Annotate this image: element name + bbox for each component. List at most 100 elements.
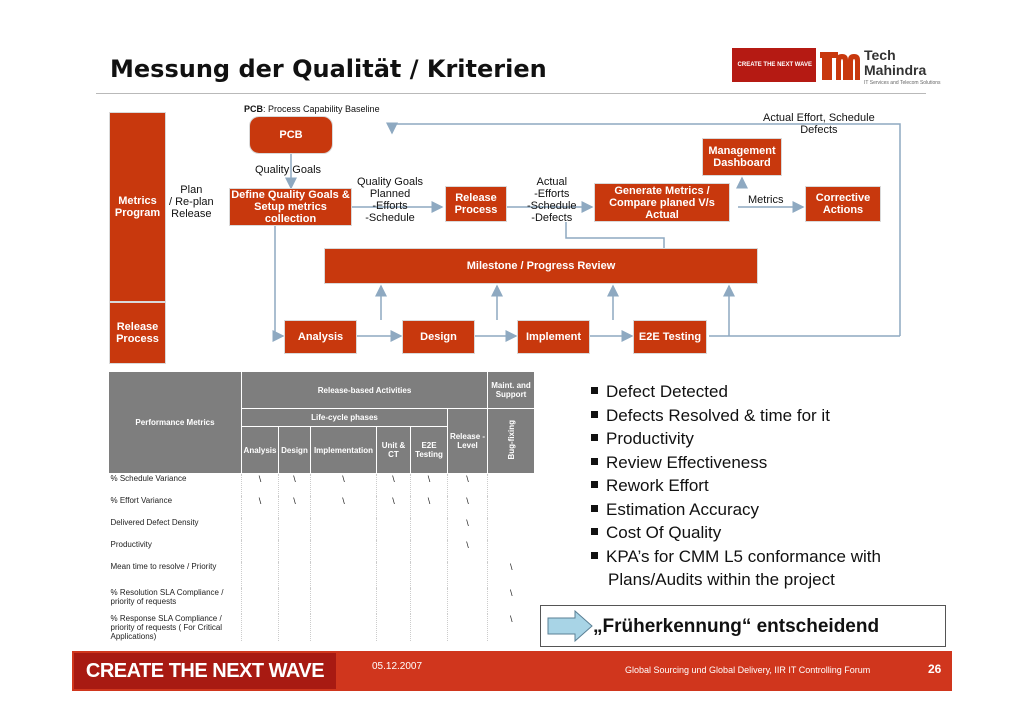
header-performance-metrics: Performance Metrics <box>108 371 242 474</box>
metric-mark <box>487 540 535 562</box>
milestone-review-box: Milestone / Progress Review <box>324 248 758 284</box>
metric-mark: \ <box>278 496 311 518</box>
metric-mark <box>376 540 411 562</box>
pcb-box: PCB <box>249 116 333 154</box>
metric-mark: \ <box>310 496 377 518</box>
tech-mahindra-logo-icon <box>820 52 860 80</box>
metric-mark <box>487 496 535 518</box>
list-item: Estimation Accuracy <box>590 498 881 522</box>
metric-mark <box>376 562 411 588</box>
metric-mark <box>278 540 311 562</box>
table-row: % Resolution SLA Compliance / priority o… <box>109 588 535 614</box>
metric-mark: \ <box>446 518 488 540</box>
metric-mark: \ <box>278 473 311 496</box>
metric-name: % Resolution SLA Compliance / priority o… <box>110 588 224 606</box>
pcb-note: PCB: Process Capability Baseline <box>244 104 380 114</box>
list-item: Defects Resolved & time for it <box>590 404 881 428</box>
metric-mark <box>310 588 377 614</box>
column-header: Unit & CT <box>376 426 411 474</box>
metric-mark <box>487 473 535 496</box>
e2e-testing-box: E2E Testing <box>633 320 707 354</box>
company-name-line2: Mahindra <box>864 62 927 78</box>
metric-mark <box>446 614 488 641</box>
corrective-actions-box: Corrective Actions <box>805 186 881 222</box>
company-tagline: IT Services and Telecom Solutions <box>864 80 941 86</box>
column-header: Analysis <box>241 426 279 474</box>
metrics-label: Metrics <box>748 194 784 206</box>
table-row: % Effort Variance\\\\\\ <box>109 496 535 518</box>
column-header: E2E Testing <box>410 426 448 474</box>
metric-mark <box>241 588 279 614</box>
metric-name: Productivity <box>110 540 152 549</box>
table-row: Delivered Defect Density\ <box>109 518 535 540</box>
arrow-right-icon <box>547 610 593 642</box>
header-lifecycle: Life-cycle phases <box>241 408 448 427</box>
metric-mark <box>310 562 377 588</box>
define-quality-box: Define Quality Goals & Setup metrics col… <box>229 188 352 226</box>
metric-mark <box>278 518 311 540</box>
metric-mark <box>410 588 448 614</box>
quality-goals-planned-label: Quality Goals Planned -Efforts -Schedule <box>357 176 424 224</box>
metric-mark <box>278 562 311 588</box>
column-header: Design <box>278 426 311 474</box>
metric-mark <box>376 614 411 641</box>
column-header: Implementation <box>310 426 377 474</box>
footer-wave-logo: CREATE THE NEXT WAVE <box>74 653 336 689</box>
header-release-activities: Release-based Activities <box>240 371 489 409</box>
release-process-column: Release Process <box>109 302 166 364</box>
pcb-note-definition: : Process Capability Baseline <box>263 104 380 114</box>
list-item: Rework Effort <box>590 474 881 498</box>
plan-replan-label: Plan / Re-plan Release <box>169 184 214 220</box>
metric-mark <box>376 588 411 614</box>
metric-mark <box>278 614 311 641</box>
page-title: Messung der Qualität / Kriterien <box>110 55 547 83</box>
metric-mark <box>410 562 448 588</box>
metric-mark: \ <box>241 496 279 518</box>
company-name-line1: Tech <box>864 47 896 63</box>
company-name: Tech Mahindra <box>864 48 926 78</box>
quality-goals-label: Quality Goals <box>255 164 322 176</box>
metric-mark: \ <box>410 496 448 518</box>
metric-mark <box>278 588 311 614</box>
metric-mark <box>310 614 377 641</box>
metric-name: % Effort Variance <box>110 496 173 505</box>
metrics-program-column: Metrics Program <box>109 112 166 302</box>
metric-mark <box>310 540 377 562</box>
actual-efforts-label: Actual -Efforts -Schedule -Defects <box>527 176 577 224</box>
metric-mark: \ <box>446 473 488 496</box>
metric-mark: \ <box>487 588 535 614</box>
metric-mark <box>446 588 488 614</box>
header-bug-fixing: Bug-fixing <box>487 408 536 474</box>
table-row: Productivity \ <box>109 540 535 562</box>
actual-effort-schedule-label: Actual Effort, Schedule Defects <box>763 112 875 136</box>
list-item: KPA’s for CMM L5 conformance with <box>590 545 881 569</box>
implement-box: Implement <box>517 320 590 354</box>
footer-forum: Global Sourcing und Global Delivery, IIR… <box>625 665 871 675</box>
header-release-level: Release -Level <box>446 408 489 474</box>
metric-mark: \ <box>446 496 488 518</box>
generate-metrics-box: Generate Metrics / Compare planed V/s Ac… <box>594 183 730 222</box>
create-next-wave-logo: CREATE THE NEXT WAVE <box>732 48 816 82</box>
table-row: % Schedule Variance\\\\\\ <box>109 473 535 496</box>
metric-mark <box>446 562 488 588</box>
metric-mark <box>241 540 279 562</box>
list-item: Productivity <box>590 427 881 451</box>
metric-name: Mean time to resolve / Priority <box>110 562 217 571</box>
release-process-box: Release Process <box>445 186 507 222</box>
metric-mark <box>241 562 279 588</box>
metric-mark: \ <box>446 540 488 562</box>
early-detection-box <box>540 605 946 647</box>
metric-mark: \ <box>241 473 279 496</box>
list-item: Defect Detected <box>590 380 881 404</box>
pcb-note-term: PCB <box>244 104 264 114</box>
page-number: 26 <box>928 662 942 676</box>
metric-mark <box>241 614 279 641</box>
metric-mark: \ <box>487 562 535 588</box>
title-divider <box>96 93 926 94</box>
metric-mark: \ <box>487 614 535 641</box>
design-box: Design <box>402 320 475 354</box>
analysis-box: Analysis <box>284 320 357 354</box>
metric-mark: \ <box>410 473 448 496</box>
